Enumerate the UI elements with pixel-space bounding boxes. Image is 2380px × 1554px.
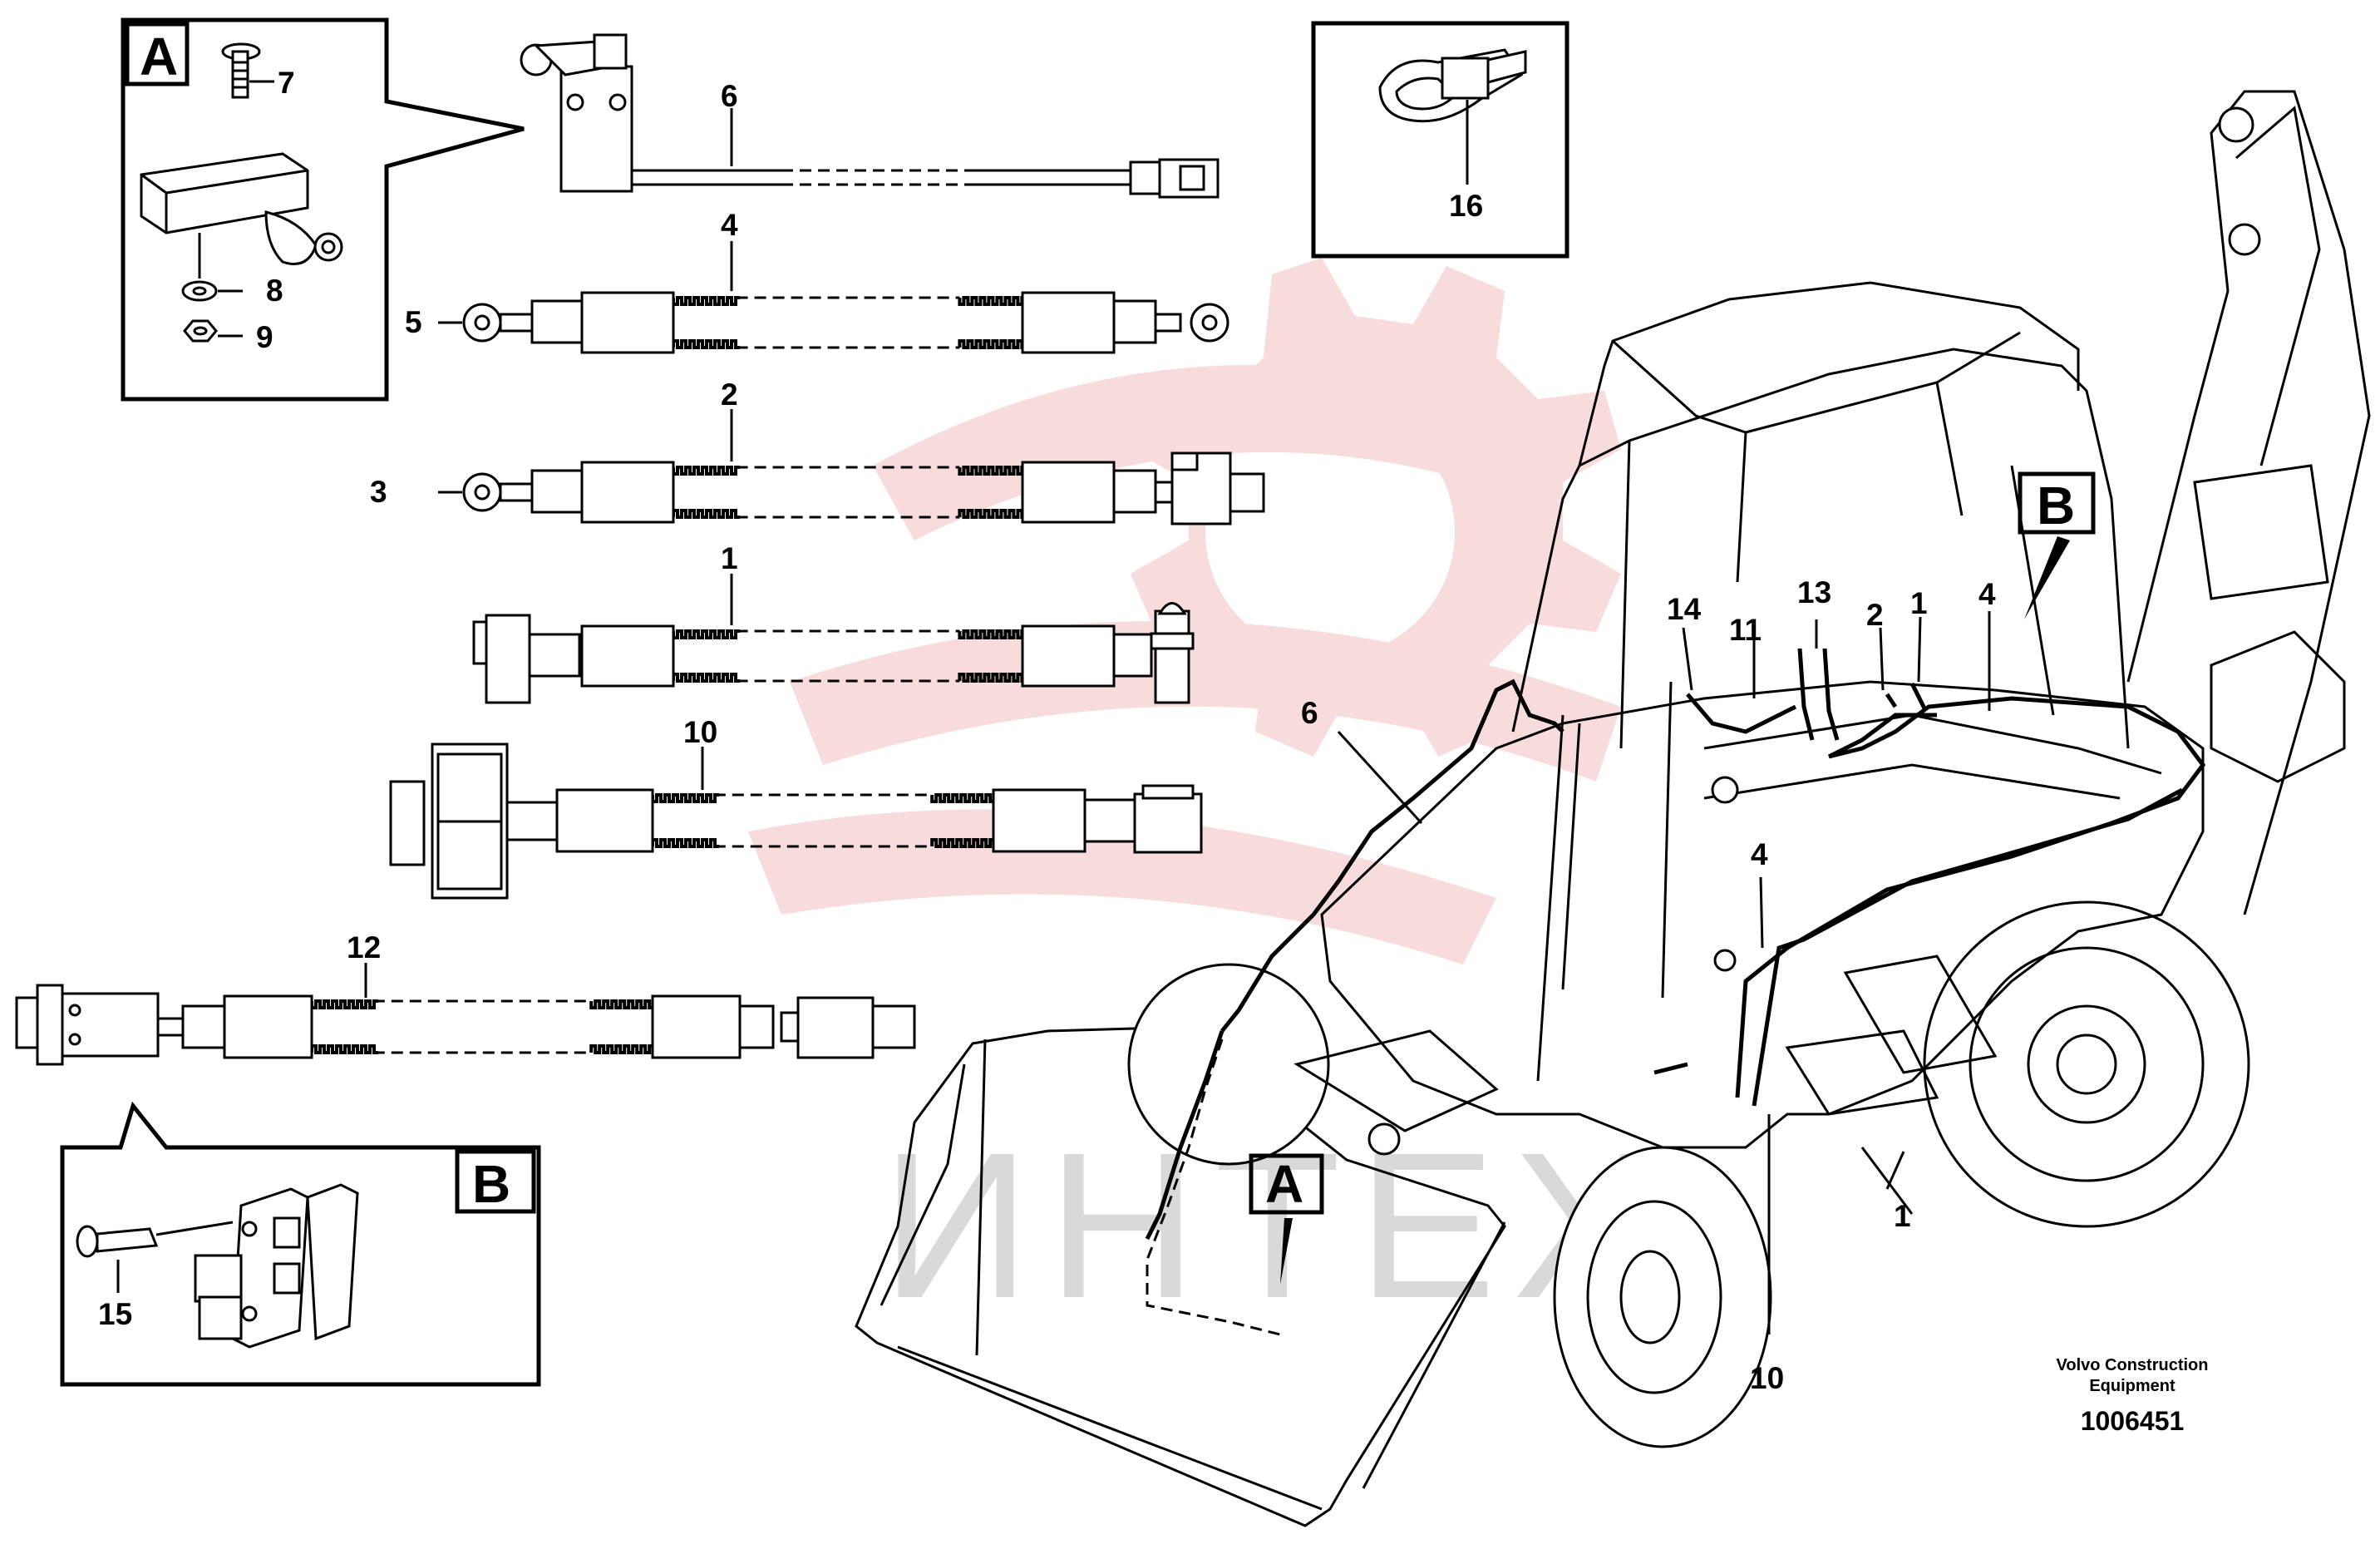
harness-1: [472, 574, 1195, 704]
callout-15: 15: [98, 1297, 132, 1331]
harness-group: [310, 296, 1027, 1054]
harness-12: [15, 963, 916, 1066]
corrugated-tube-segment: [651, 838, 719, 848]
callout-14: 14: [1667, 592, 1702, 626]
corrugated-tube-segment: [672, 466, 740, 476]
corrugated-tube-segment: [958, 466, 1027, 476]
callout-1-top: 1: [721, 541, 738, 575]
corrugated-tube-segment: [958, 339, 1027, 349]
callout-4-machine: 4: [1978, 577, 1996, 611]
detail-box-a: A: [121, 17, 525, 402]
machine-box-a: [1249, 1153, 1324, 1285]
callout-10-top: 10: [683, 715, 717, 749]
nut-icon: [183, 319, 218, 343]
callout-10-machine: 10: [1750, 1361, 1784, 1395]
cable-clip-icon: [1378, 48, 1527, 123]
callout-8: 8: [266, 274, 283, 308]
harness-4: [438, 241, 1229, 354]
corrugated-tube-segment: [958, 629, 1027, 639]
corrugated-tube-segment: [589, 999, 658, 1009]
callout-2-top: 2: [721, 377, 738, 412]
harness-6: [520, 33, 1220, 199]
connector-block-icon: [194, 1183, 359, 1349]
harness-2: [438, 409, 1265, 525]
harness-routes: [1145, 648, 2206, 1340]
corrugated-tube-segment: [958, 296, 1027, 306]
corrugated-tube-segment: [672, 509, 740, 519]
callout-4-machine-lower: 4: [1751, 837, 1768, 871]
drawing-number: 1006451: [2081, 1406, 2185, 1436]
corrugated-tube-segment: [672, 296, 740, 306]
watermark-gear-logo: [748, 258, 1621, 964]
corrugated-tube-segment: [672, 629, 740, 639]
corrugated-tube-segment: [672, 673, 740, 683]
callout-6-machine: 6: [1301, 696, 1318, 730]
footer-company-line1: Volvo Construction: [2057, 1356, 2209, 1374]
machine-box-b: [2018, 471, 2096, 619]
corrugated-tube-segment: [672, 339, 740, 349]
backhoe-loader-illustration: [855, 90, 2371, 1527]
detail-box-16: [1311, 21, 1569, 259]
corrugated-tube-segment: [310, 1044, 378, 1054]
callout-4-top: 4: [721, 208, 738, 242]
machine-box-a-letter: A: [1265, 1154, 1303, 1214]
detail-box-a-letter: A: [140, 27, 178, 86]
sensor-block-icon: [140, 152, 343, 265]
machine-box-b-letter: B: [2037, 476, 2075, 535]
callout-2-machine: 2: [1866, 598, 1884, 632]
callout-12: 12: [347, 930, 381, 964]
callout-9: 9: [256, 320, 273, 354]
harness-10: [389, 742, 1203, 900]
callout-1-machine-lower: 1: [1894, 1199, 1911, 1233]
screw-icon: [221, 42, 261, 99]
corrugated-tube-segment: [589, 1044, 658, 1054]
callout-3: 3: [370, 475, 387, 509]
corrugated-tube-segment: [651, 793, 719, 803]
callout-13: 13: [1797, 575, 1831, 609]
callout-11: 11: [1729, 613, 1762, 647]
detail-box-b-letter: B: [472, 1154, 510, 1214]
callout-5: 5: [405, 305, 422, 339]
detail-box-b-label-frame: [455, 1149, 536, 1214]
detail-box-a-label-frame: [125, 22, 190, 86]
callout-16: 16: [1449, 189, 1483, 223]
callout-1-machine-top: 1: [1910, 586, 1928, 620]
callout-leaders: [1337, 611, 1991, 1334]
corrugated-tube-segment: [958, 673, 1027, 683]
callout-6-top: 6: [721, 79, 738, 113]
corrugated-tube-segment: [310, 999, 378, 1009]
corrugated-tube-segment: [958, 509, 1027, 519]
detail-box-b: B: [60, 1101, 541, 1387]
washer-icon: [181, 280, 218, 302]
corrugated-tube-segment: [930, 838, 999, 848]
corrugated-tube-segment: [930, 793, 999, 803]
screw-icon: [76, 1221, 234, 1258]
footer-company-line2: Equipment: [2089, 1377, 2176, 1395]
callout-7: 7: [278, 66, 295, 100]
